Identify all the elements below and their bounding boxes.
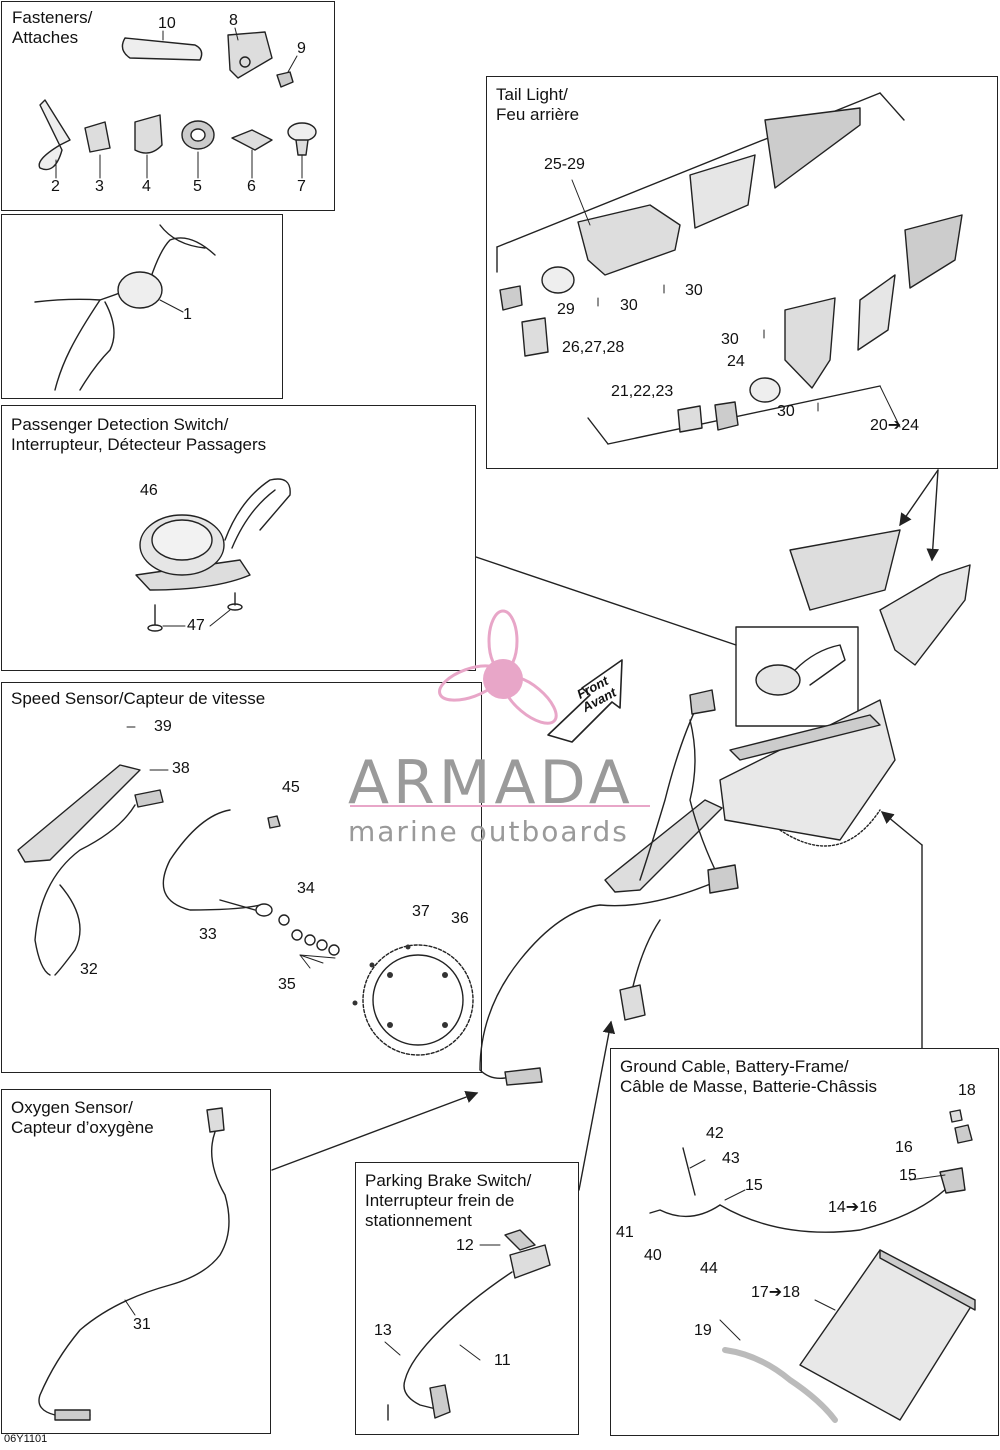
callout-33: 33 (199, 926, 217, 943)
callout-43: 43 (722, 1150, 740, 1167)
ground-cable-title: Ground Cable, Battery-Frame/ Câble de Ma… (620, 1057, 878, 1096)
callout-26-27-28: 26,27,28 (562, 339, 625, 356)
callout-38: 38 (172, 760, 190, 777)
oxygen-sensor-art (38, 1107, 230, 1421)
wiring-harness-art (34, 224, 216, 391)
callout-3: 3 (95, 178, 104, 195)
speed-sensor-art (17, 726, 474, 1056)
callout-30-c: 30 (721, 331, 739, 348)
callout-6: 6 (247, 178, 256, 195)
callout-35: 35 (278, 976, 296, 993)
diagram-code: 06Y1101 (4, 1433, 48, 1445)
callout-31: 31 (133, 1316, 151, 1333)
speed-sensor-title: Speed Sensor/Capteur de vitesse (11, 689, 266, 708)
callout-13: 13 (374, 1322, 392, 1339)
parking-brake-section: Parking Brake Switch/ Interrupteur frein… (355, 1162, 579, 1435)
callout-42: 42 (706, 1125, 724, 1142)
callout-32: 32 (80, 961, 98, 978)
callout-8: 8 (229, 12, 238, 29)
callout-30-d: 30 (777, 403, 795, 420)
callout-41: 41 (616, 1224, 634, 1241)
front-arrow-icon (547, 659, 623, 743)
parking-brake-title: Parking Brake Switch/ Interrupteur frein… (365, 1171, 532, 1230)
speed-sensor-section: Speed Sensor/Capteur de vitesse (1, 682, 482, 1073)
callout-15-b: 15 (745, 1177, 763, 1194)
callout-29: 29 (557, 301, 575, 318)
ground-cable-art (649, 1109, 976, 1423)
callout-39: 39 (154, 718, 172, 735)
callout-40: 40 (644, 1247, 662, 1264)
callout-12: 12 (456, 1237, 474, 1254)
callout-20-24: 20➔24 (870, 417, 919, 434)
callout-21-22-23: 21,22,23 (611, 383, 674, 400)
oxygen-sensor-title: Oxygen Sensor/ Capteur d’oxygène (11, 1098, 154, 1137)
parking-brake-art (384, 1229, 551, 1421)
callout-19: 19 (694, 1322, 712, 1339)
callout-30-b: 30 (685, 282, 703, 299)
passenger-switch-art (135, 478, 291, 632)
fasteners-title: Fasteners/ Attaches (12, 8, 93, 47)
passenger-switch-title: Passenger Detection Switch/ Interrupteur… (11, 415, 267, 454)
fasteners-section: Fasteners/ Attaches (1, 1, 335, 211)
callout-14-16: 14➔16 (828, 1199, 877, 1216)
armada-brand: ARMADA (348, 748, 634, 818)
tail-light-section: Tail Light/ Feu arrière (486, 76, 998, 469)
callout-34: 34 (297, 880, 315, 897)
ground-cable-section: Ground Cable, Battery-Frame/ Câble de Ma… (610, 1048, 999, 1436)
tail-light-title: Tail Light/ Feu arrière (496, 85, 580, 124)
callout-7: 7 (297, 178, 306, 195)
callout-5: 5 (193, 178, 202, 195)
callout-11: 11 (494, 1352, 511, 1369)
callout-46: 46 (140, 482, 158, 499)
callout-17-18: 17➔18 (751, 1284, 800, 1301)
callout-47: 47 (187, 617, 205, 634)
passenger-switch-section: Passenger Detection Switch/ Interrupteur… (1, 405, 476, 671)
callout-24: 24 (727, 353, 745, 370)
armada-propeller-logo (438, 609, 558, 725)
callout-9: 9 (297, 40, 306, 57)
callout-18: 18 (958, 1082, 976, 1099)
tail-light-art (496, 92, 963, 562)
callout-25-29: 25-29 (544, 156, 585, 173)
callout-4: 4 (142, 178, 151, 195)
harness-section (1, 214, 283, 399)
oxygen-sensor-section: Oxygen Sensor/ Capteur d’oxygène (1, 1089, 271, 1434)
callout-15-a: 15 (899, 1167, 917, 1184)
armada-tagline: marine outboards (348, 815, 629, 848)
main-assembly-art (271, 529, 971, 1191)
callout-16: 16 (895, 1139, 913, 1156)
callout-2: 2 (51, 178, 60, 195)
callout-44: 44 (700, 1260, 718, 1277)
callout-1: 1 (183, 306, 192, 323)
callout-30-a: 30 (620, 297, 638, 314)
armada-underline (350, 805, 650, 807)
callout-36: 36 (451, 910, 469, 927)
callout-10: 10 (158, 15, 176, 32)
fastener-parts-art (38, 27, 317, 179)
callout-45: 45 (282, 779, 300, 796)
callout-37: 37 (412, 903, 430, 920)
